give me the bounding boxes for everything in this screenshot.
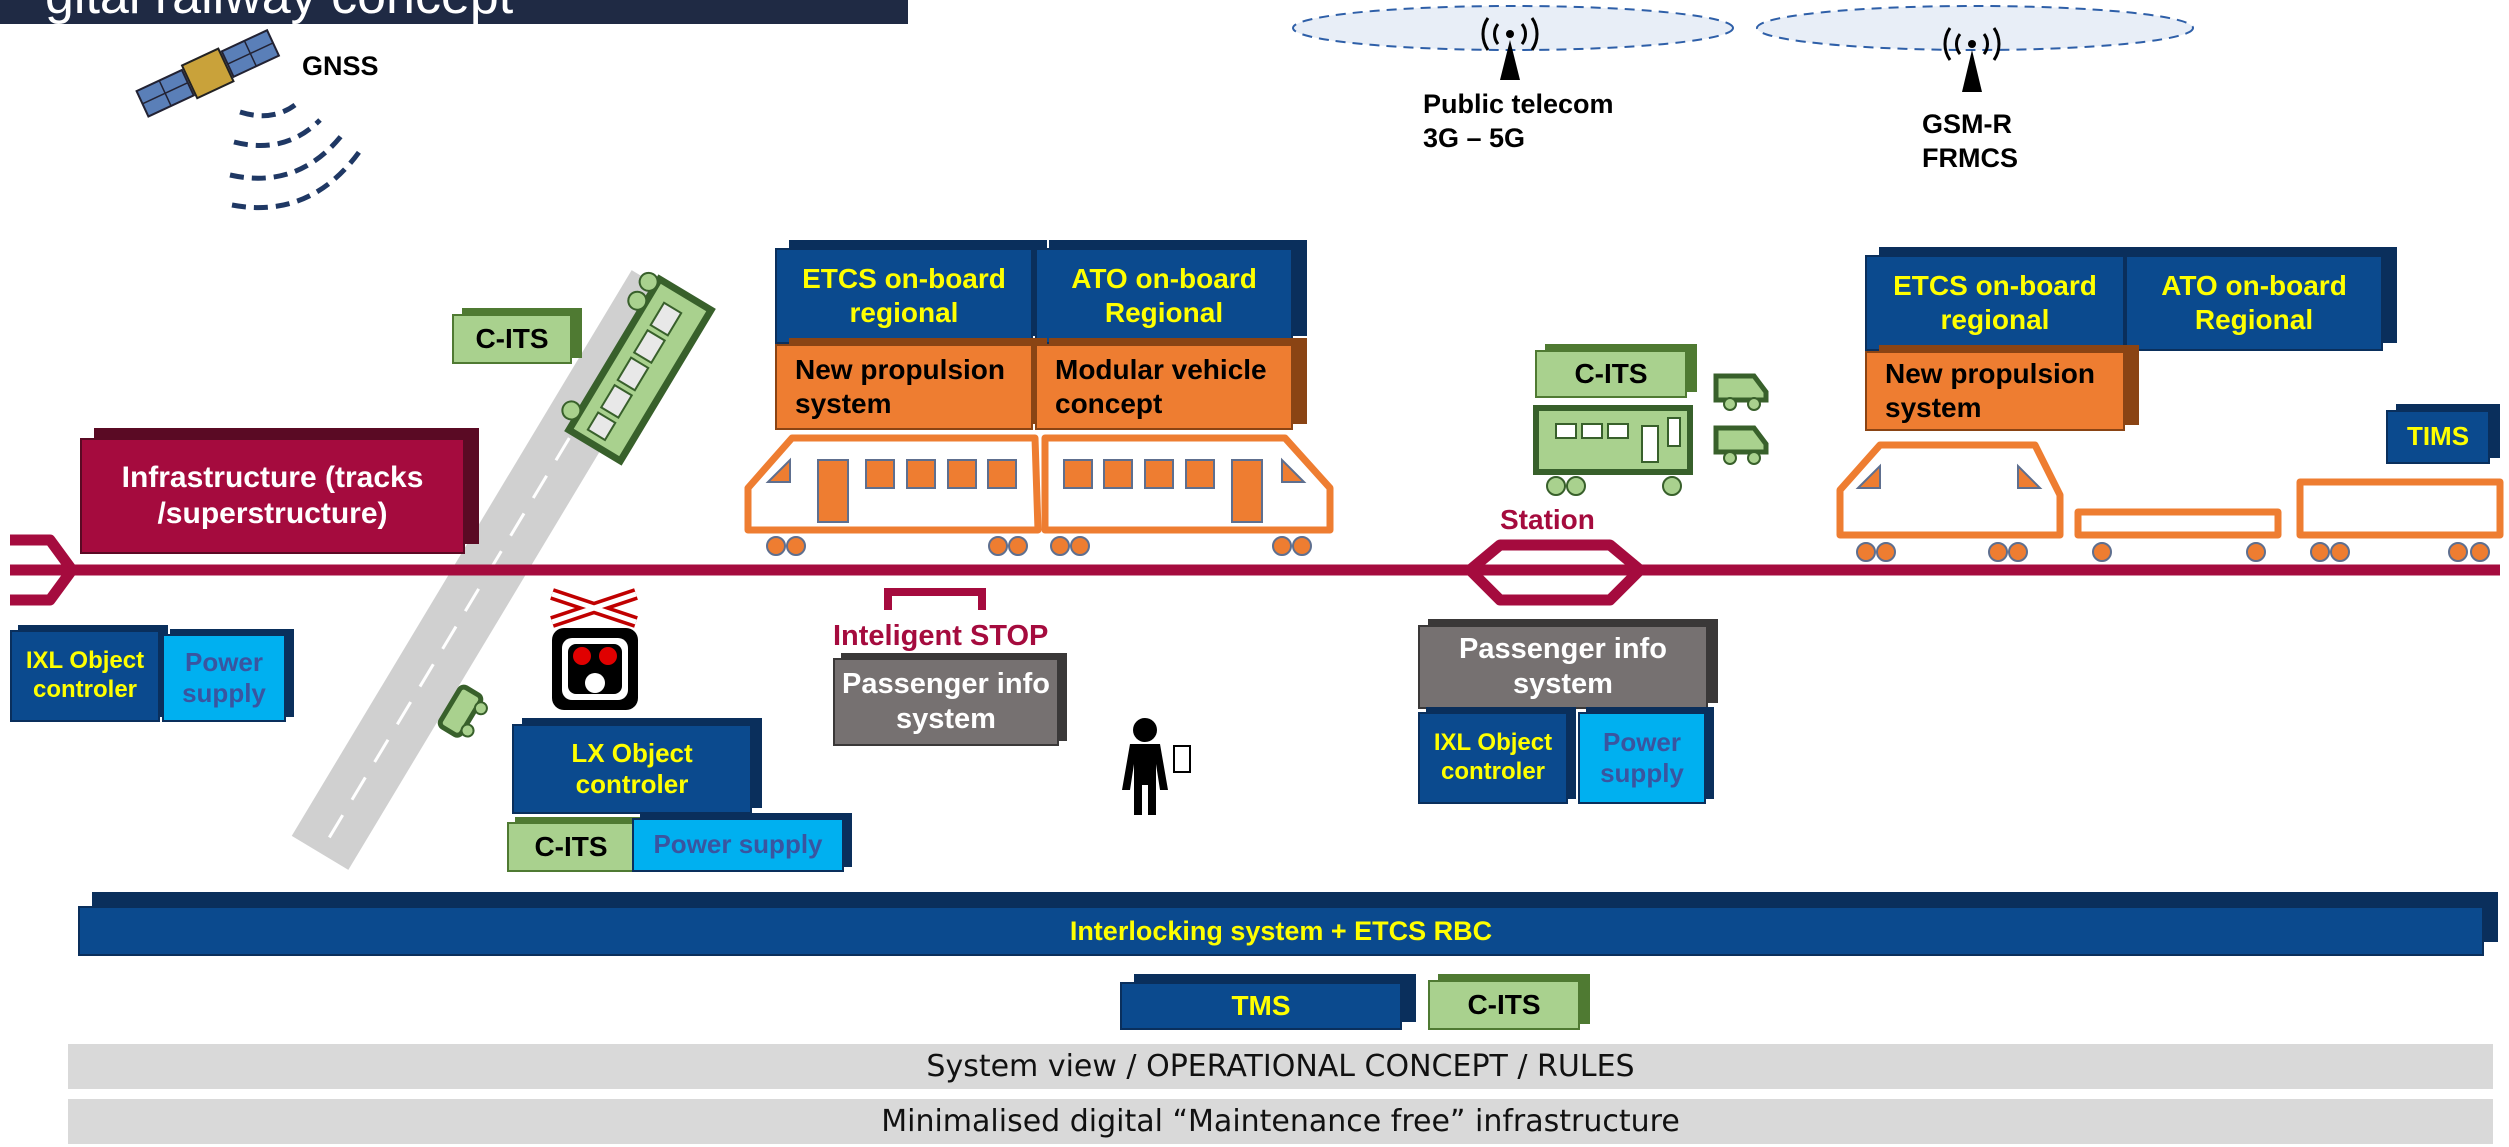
cits-tms-box[interactable]: C-ITS [1428,980,1580,1030]
gsmr-label: GSM-R FRMCS [1922,108,2018,176]
tims-box[interactable]: TIMS [2386,410,2490,464]
gsmr-line1: GSM-R [1922,109,2012,139]
bus-icon [561,271,716,466]
etcs-onboard-box[interactable]: ETCS on-board regional [775,248,1033,344]
cloud-public-telecom [1292,5,1734,51]
modular-vehicle-box[interactable]: Modular vehicle concept [1035,344,1293,430]
passenger-info-stop-box[interactable]: Passenger info system [833,658,1059,746]
car-icon [437,684,488,738]
cits-station-box[interactable]: C-ITS [1535,350,1687,398]
station-label: Station [1500,504,1595,535]
cits-lx-box[interactable]: C-ITS [507,822,635,872]
etcs-onboard-box-2[interactable]: ETCS on-board regional [1865,255,2125,351]
ixl-object-controller-station-box[interactable]: IXL Object controler [1418,712,1568,804]
cits-road-box[interactable]: C-ITS [452,314,572,364]
gnss-label: GNSS [302,51,379,81]
station-bus-icon [1533,405,1693,496]
system-view-band: System view / OPERATIONAL CONCEPT / RULE… [68,1044,2493,1089]
lx-object-controller-box[interactable]: LX Object controler [512,724,752,814]
power-supply-station-box[interactable]: Power supply [1578,712,1706,804]
train-regional-windows [765,457,1307,523]
satellite-icon [135,28,281,118]
gsmr-line2: FRMCS [1922,142,2018,173]
ato-onboard-box-2[interactable]: ATO on-board Regional [2125,255,2383,351]
train-regional-wheels [766,536,1312,556]
van-icon [1713,373,1769,411]
gnss-signal-waves [229,102,365,211]
person-with-phone-icon [1122,718,1191,815]
public-telecom-line2: 3G – 5G [1423,122,1526,153]
title-banner: gital railway concept [0,0,908,24]
new-propulsion-box[interactable]: New propulsion system [775,344,1033,430]
infrastructure-box[interactable]: Infrastructure (tracks /superstructure) [80,438,465,554]
passenger-info-station-box[interactable]: Passenger info system [1418,625,1708,709]
ato-onboard-box[interactable]: ATO on-board Regional [1035,248,1293,344]
maintenance-free-band: Minimalised digital “Maintenance free” i… [68,1099,2493,1144]
public-telecom-label: Public telecom 3G – 5G [1423,88,1614,156]
railway-track [10,534,2500,606]
train-freight [1836,441,2504,539]
intelligent-stop-marker [884,588,986,610]
van-icon [1713,425,1769,465]
level-crossing-signal-icon [550,588,638,710]
power-supply-lx-box[interactable]: Power supply [632,818,844,872]
new-propulsion-box-2[interactable]: New propulsion system [1865,351,2125,431]
public-telecom-line1: Public telecom [1423,89,1614,119]
cloud-gsmr [1756,5,2194,51]
intelligent-stop-label: Inteligent STOP [833,620,1049,652]
interlocking-rbc-bar[interactable]: Interlocking system + ETCS RBC [78,906,2484,956]
train-freight-details [1855,463,2490,562]
ixl-object-controller-box[interactable]: IXL Object controler [10,630,160,722]
tms-box[interactable]: TMS [1120,982,1402,1030]
title-text: gital railway concept [45,0,513,24]
power-supply-box[interactable]: Power supply [162,634,286,722]
